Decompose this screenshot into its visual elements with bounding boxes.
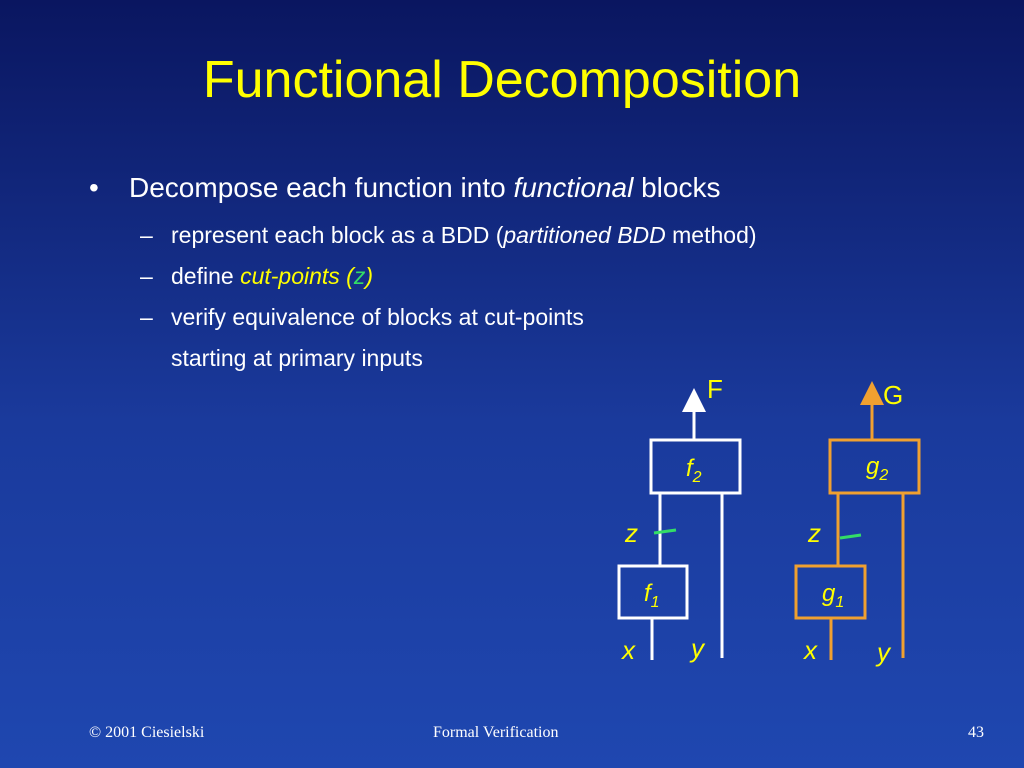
input-label-y-right: y [875,637,892,667]
text-part: define [171,263,241,289]
label-subscript: 1 [651,594,660,611]
bullet-italic-functional: functional [513,172,634,203]
input-label-x-left: x [620,635,636,665]
label-base: g [822,580,836,607]
dash: – [140,304,153,330]
text-part: represent each block as a BDD ( [171,222,504,248]
left-circuit [617,388,742,660]
input-label-x-right: x [802,635,818,665]
sub-bullet-text: starting at primary inputs [171,345,423,371]
z-symbol: z [353,263,366,289]
footer-title: Formal Verification [433,724,559,741]
sub-bullet-text: define cut-points (z) [171,263,373,290]
sub-bullet-text: verify equivalence of blocks at cut-poin… [171,304,584,330]
label-subscript: 2 [878,467,888,484]
cut-label-z-left: z [624,518,638,548]
paren-close: ) [365,263,373,289]
slide-title: Functional Decomposition [202,51,802,109]
right-circuit [794,381,921,660]
block-label-f2: f2 [686,455,702,486]
cut-marker-left [653,528,677,535]
bullet-decompose-text: Decompose each function into functional … [129,172,720,204]
bullet-text-part: blocks [633,172,721,203]
page-number: 43 [968,724,984,741]
italic-cut-points: cut-points ( [240,263,354,289]
block-g2 [828,438,921,495]
block-label-f1: f1 [644,580,660,611]
input-label-y-left: y [689,633,706,663]
label-subscript: 2 [692,469,702,486]
cut-marker-right [839,533,862,540]
sub-bullet-text: represent each block as a BDD (partition… [171,222,757,249]
output-label-f: F [707,374,723,404]
bullet-dot: • [89,172,99,203]
cut-label-z-right: z [807,518,821,548]
italic-partitioned-bdd: partitioned BDD [503,222,666,248]
label-base: f [644,580,653,607]
text-part: method) [665,222,757,248]
dash: – [140,263,153,289]
output-label-g: G [883,380,903,410]
block-label-g2: g2 [866,453,888,484]
label-base: f [686,455,695,482]
bullet-text-part: Decompose each function into [129,172,514,203]
dash: – [140,222,153,248]
label-base: g [866,453,880,480]
label-subscript: 1 [835,594,844,611]
block-label-g1: g1 [822,580,844,611]
block-f2 [649,438,742,495]
footer-copyright: © 2001 Ciesielski [89,724,205,741]
